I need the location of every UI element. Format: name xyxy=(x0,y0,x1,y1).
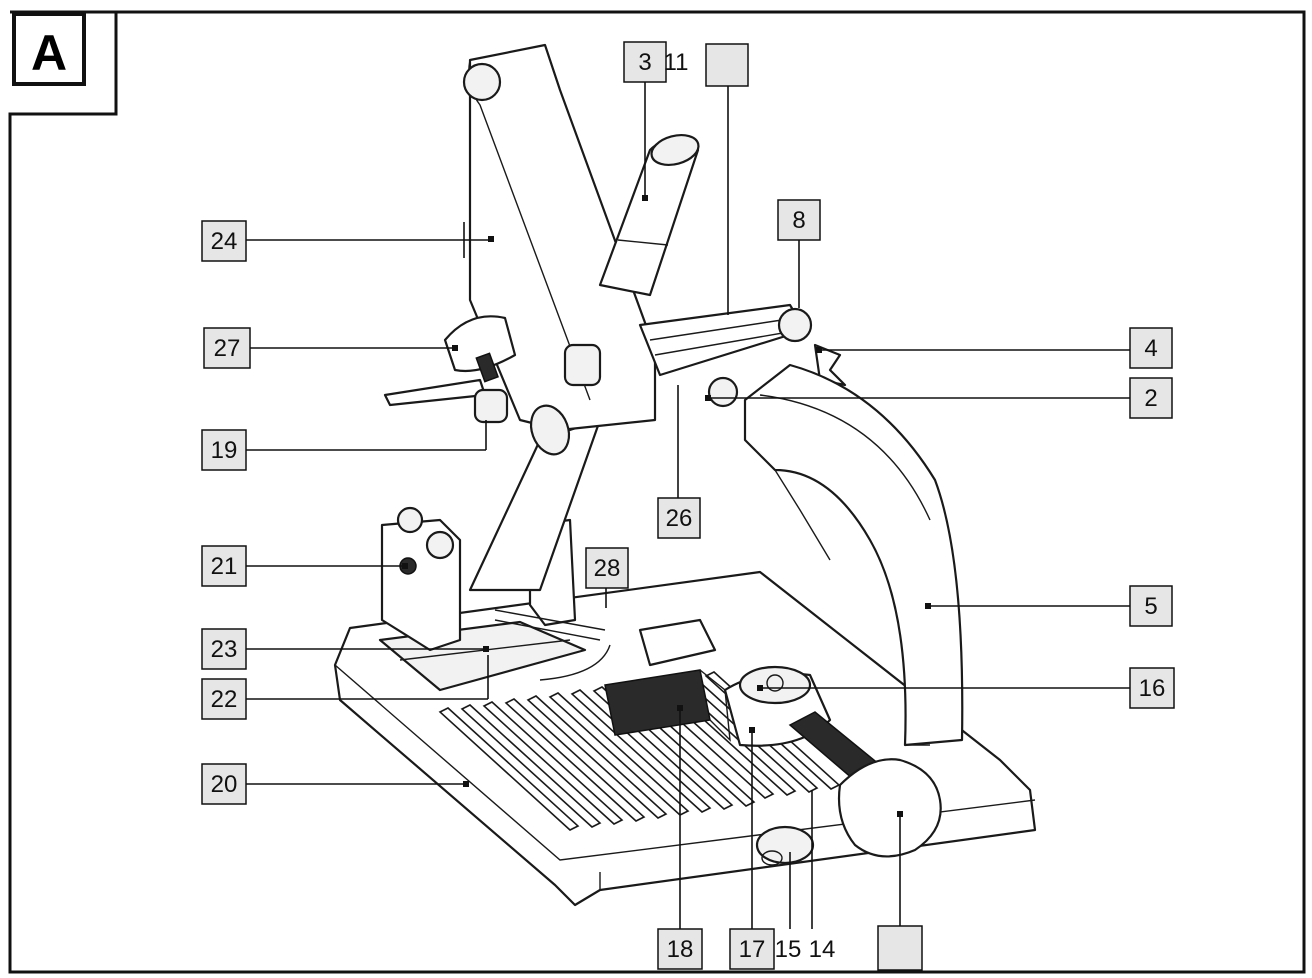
figure-letter: A xyxy=(31,25,67,81)
svg-text:28: 28 xyxy=(594,555,621,582)
clamp-head xyxy=(443,315,517,373)
callout-21: 21 xyxy=(201,545,247,587)
angle-arc xyxy=(539,644,611,681)
svg-text:2: 2 xyxy=(1144,385,1157,412)
svg-text:23: 23 xyxy=(211,636,238,663)
callout-11: 11 xyxy=(664,49,689,76)
callout-2: 2 xyxy=(1129,377,1173,419)
leader-lines xyxy=(246,82,1130,929)
vise-knob xyxy=(837,758,942,858)
arm-lower xyxy=(468,418,602,592)
callout-5: 5 xyxy=(1129,585,1173,627)
svg-text:4: 4 xyxy=(1144,335,1157,362)
callout-3: 3 xyxy=(623,41,667,83)
svg-text:17: 17 xyxy=(739,936,766,963)
figure-letter-box xyxy=(12,12,86,86)
svg-text:19: 19 xyxy=(211,437,238,464)
svg-text:3: 3 xyxy=(638,49,651,76)
callout-23: 23 xyxy=(201,628,247,670)
callout-blank-top xyxy=(705,43,749,87)
svg-text:24: 24 xyxy=(211,228,238,255)
svg-text:18: 18 xyxy=(667,936,694,963)
callout-24: 24 xyxy=(201,220,247,262)
callout-15: 15 xyxy=(775,936,802,963)
cut-off-stand-drawing xyxy=(333,43,1037,907)
callout-27: 27 xyxy=(203,327,251,369)
svg-text:26: 26 xyxy=(666,505,693,532)
callout-14: 14 xyxy=(809,936,836,963)
callout-8: 8 xyxy=(777,199,821,241)
callout-18: 18 xyxy=(657,928,703,970)
callout-blank-bottom xyxy=(877,925,923,971)
svg-text:8: 8 xyxy=(792,207,805,234)
svg-text:16: 16 xyxy=(1139,675,1166,702)
support-arm xyxy=(743,363,964,747)
callout-4: 4 xyxy=(1129,327,1173,369)
svg-text:22: 22 xyxy=(211,686,238,713)
callout-17: 17 xyxy=(729,928,775,970)
guard-bar xyxy=(638,303,807,377)
leader-dots xyxy=(402,195,931,817)
svg-text:21: 21 xyxy=(211,553,238,580)
callout-20: 20 xyxy=(201,763,247,805)
callout-22: 22 xyxy=(201,678,247,720)
callout-26: 26 xyxy=(657,497,701,539)
callout-28: 28 xyxy=(585,547,629,589)
clamp-rod xyxy=(383,378,487,407)
svg-text:27: 27 xyxy=(214,335,241,362)
callout-19: 19 xyxy=(201,429,247,471)
svg-text:20: 20 xyxy=(211,771,238,798)
handle xyxy=(598,138,700,297)
callout-16: 16 xyxy=(1129,667,1175,709)
svg-text:5: 5 xyxy=(1144,593,1157,620)
